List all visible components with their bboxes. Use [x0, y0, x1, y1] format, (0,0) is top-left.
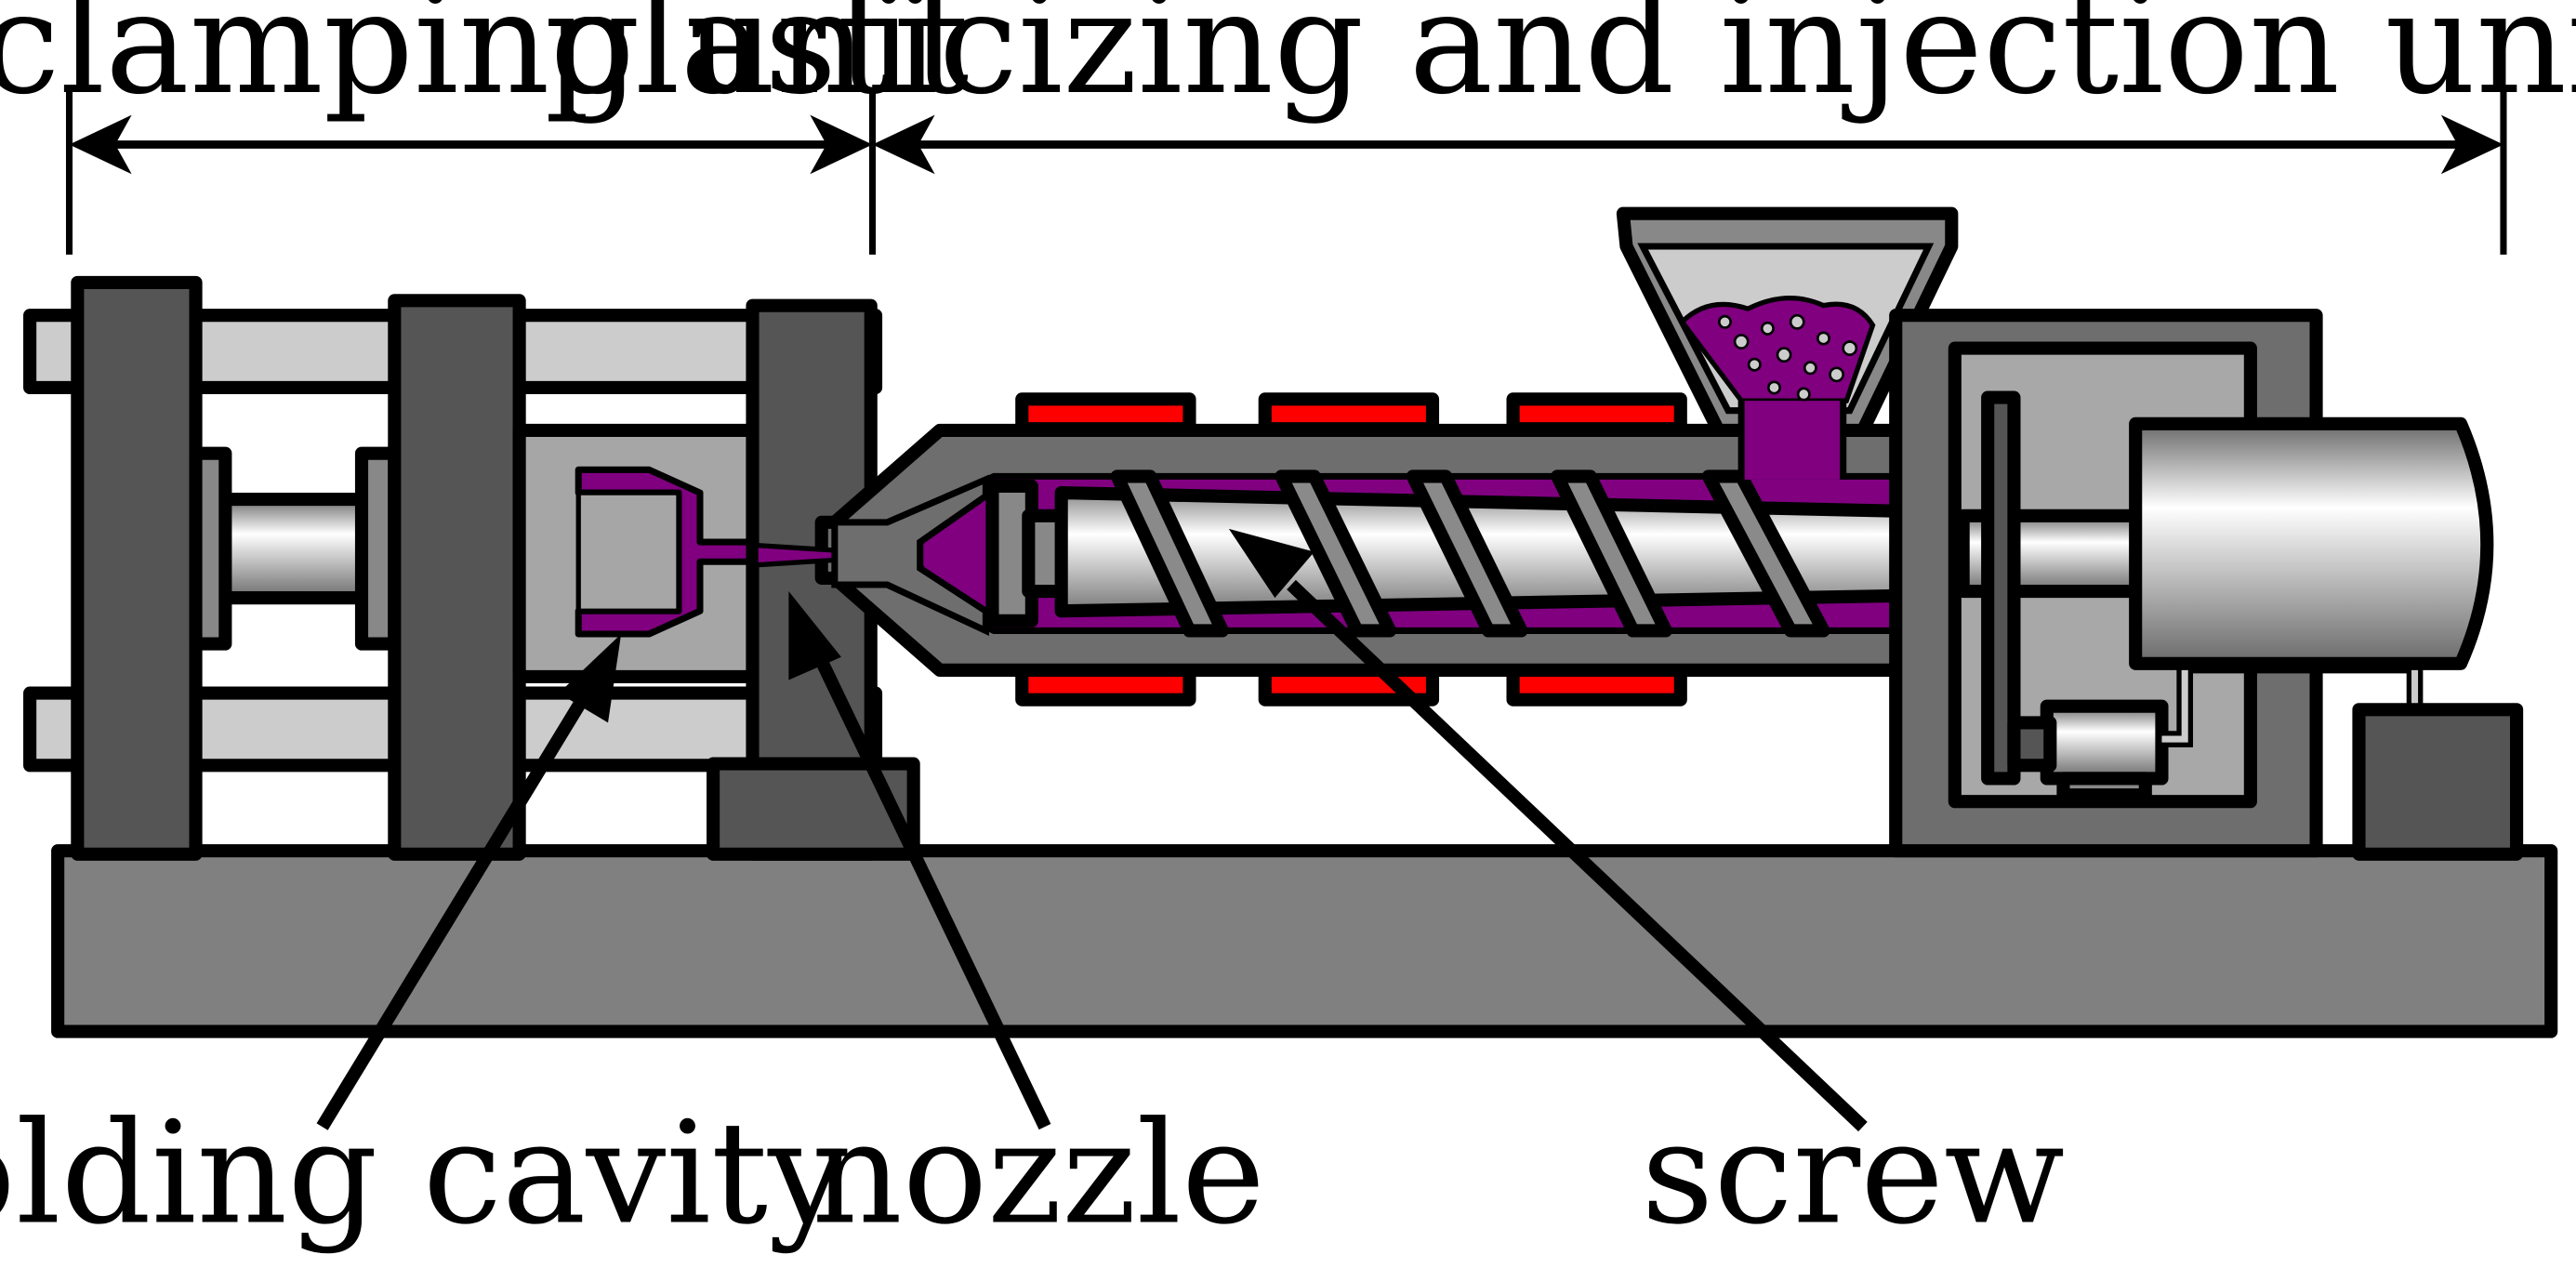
drive-motor-small-feet — [2056, 772, 2152, 802]
nozzle — [831, 474, 989, 637]
clamping-unit-dimension — [65, 90, 877, 255]
plasticizing-unit-dimension — [872, 90, 2507, 255]
plasticizing-unit-label: plasticizing and injection unit — [545, 0, 2576, 125]
rear-platen-hub — [189, 446, 232, 651]
screw-pointer — [1228, 528, 1868, 1132]
molding-cavity-label: molding cavity — [0, 1091, 848, 1256]
hydraulic-unit — [2352, 703, 2524, 861]
rear-platen — [71, 275, 203, 861]
screw-label: screw — [1641, 1091, 2065, 1256]
hopper — [1616, 206, 1959, 480]
drive-motor-small — [2040, 699, 2169, 786]
molding-cavity-pointer — [316, 634, 622, 1130]
nozzle-label: nozzle — [812, 1091, 1265, 1256]
gear-plate — [1981, 390, 2021, 786]
injection-cylinder — [2129, 416, 2494, 670]
clamping-unit-label: clamping unit — [0, 0, 969, 125]
mold-core — [575, 490, 681, 614]
nozzle-pointer — [788, 591, 1051, 1130]
drive-motor-small-mount — [2007, 716, 2057, 773]
moving-platen — [388, 294, 526, 861]
screw-flights — [1110, 469, 1830, 638]
